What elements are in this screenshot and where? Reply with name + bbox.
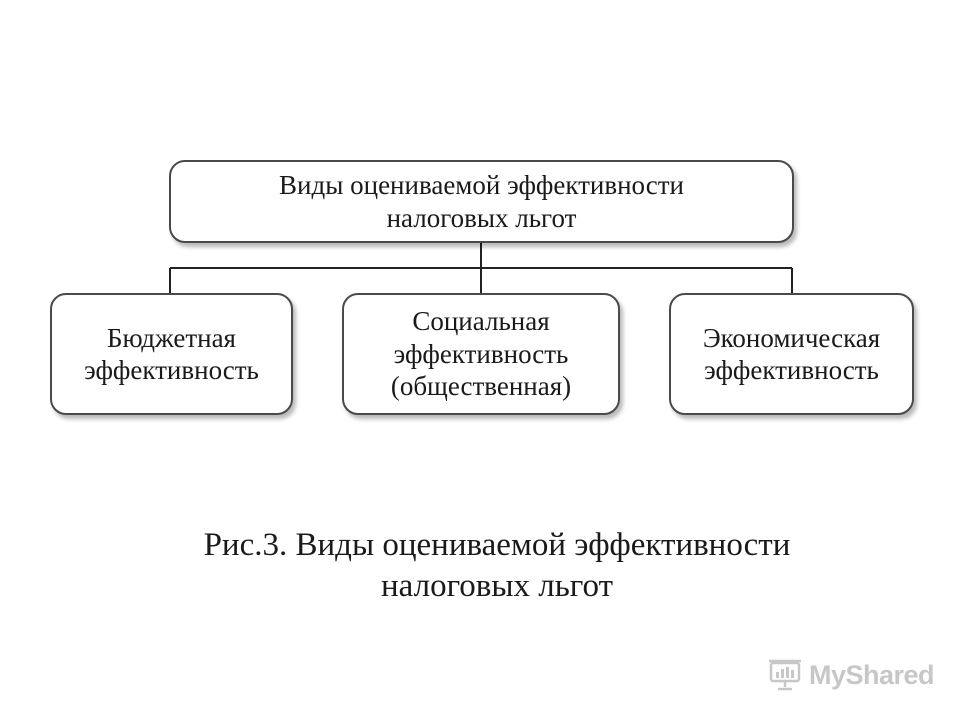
child-node-budget: Бюджетная эффективность [50,293,293,415]
child-node-economic: Экономическая эффективность [669,293,914,415]
root-node-text: Виды оцениваемой эффективности налоговых… [279,169,684,234]
child-node-text: Бюджетная эффективность [84,322,259,387]
child-node-text: Экономическая эффективность [703,322,880,387]
root-node: Виды оцениваемой эффективности налоговых… [169,160,794,243]
child-node-line: (общественная) [390,371,572,402]
child-node-line: эффективность [704,355,879,385]
child-node-text: Социальная эффективность (общественная) [391,305,571,402]
figure-caption: Рис.3. Виды оцениваемой эффективности на… [0,525,960,608]
child-node-line: Экономическая [702,322,881,353]
watermark: MyShared [767,655,935,695]
presentation-board-icon [769,659,801,691]
root-node-line: Виды оцениваемой эффективности [279,170,684,201]
child-node-line: эффективность [84,355,259,385]
child-node-line: Бюджетная [107,322,236,353]
root-node-line: налоговых льгот [386,202,577,233]
figure-caption-line: Рис.3. Виды оцениваемой эффективности [203,527,791,563]
child-node-line: эффективность [393,338,569,369]
watermark-text: MyShared [809,659,935,690]
child-node-line: Социальная [412,306,550,337]
figure-caption-line: налоговых льгот [381,568,613,605]
child-node-social: Социальная эффективность (общественная) [342,293,620,415]
